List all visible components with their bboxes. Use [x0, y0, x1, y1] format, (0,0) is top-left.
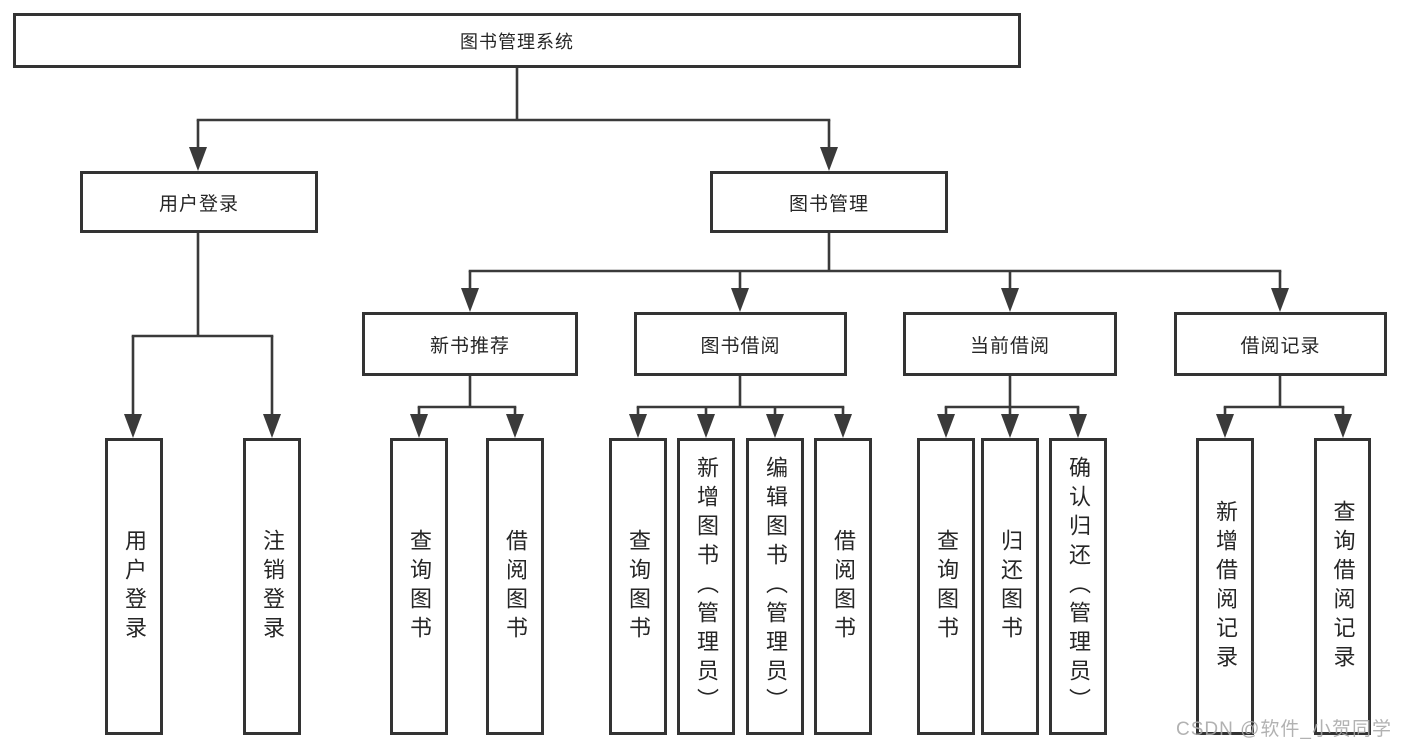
node-user-login-module: 用户登录 — [80, 171, 318, 233]
leaf-query-books-borrow: 查询图书 — [609, 438, 667, 735]
leaf-query-borrow-record: 查询借阅记录 — [1314, 438, 1371, 735]
leaf-borrow-books-recommend: 借阅图书 — [486, 438, 544, 735]
leaf-add-books-admin: 新增图书（管理员） — [677, 438, 735, 735]
leaf-edit-books-admin: 编辑图书（管理员） — [746, 438, 804, 735]
leaf-confirm-return-admin: 确认归还（管理员） — [1049, 438, 1107, 735]
leaf-return-books: 归还图书 — [981, 438, 1039, 735]
leaf-query-books-current: 查询图书 — [917, 438, 975, 735]
node-current-borrow: 当前借阅 — [903, 312, 1117, 376]
leaf-add-borrow-record: 新增借阅记录 — [1196, 438, 1254, 735]
csdn-watermark: CSDN @软件_小贺同学 — [1176, 719, 1392, 740]
leaf-query-books-recommend: 查询图书 — [390, 438, 448, 735]
leaf-borrow-books: 借阅图书 — [814, 438, 872, 735]
node-new-book-recommend: 新书推荐 — [362, 312, 578, 376]
node-borrow-records: 借阅记录 — [1174, 312, 1387, 376]
leaf-logout: 注销登录 — [243, 438, 301, 735]
node-root-system: 图书管理系统 — [13, 13, 1021, 68]
leaf-user-login: 用户登录 — [105, 438, 163, 735]
node-book-borrow: 图书借阅 — [634, 312, 847, 376]
node-book-management-module: 图书管理 — [710, 171, 948, 233]
